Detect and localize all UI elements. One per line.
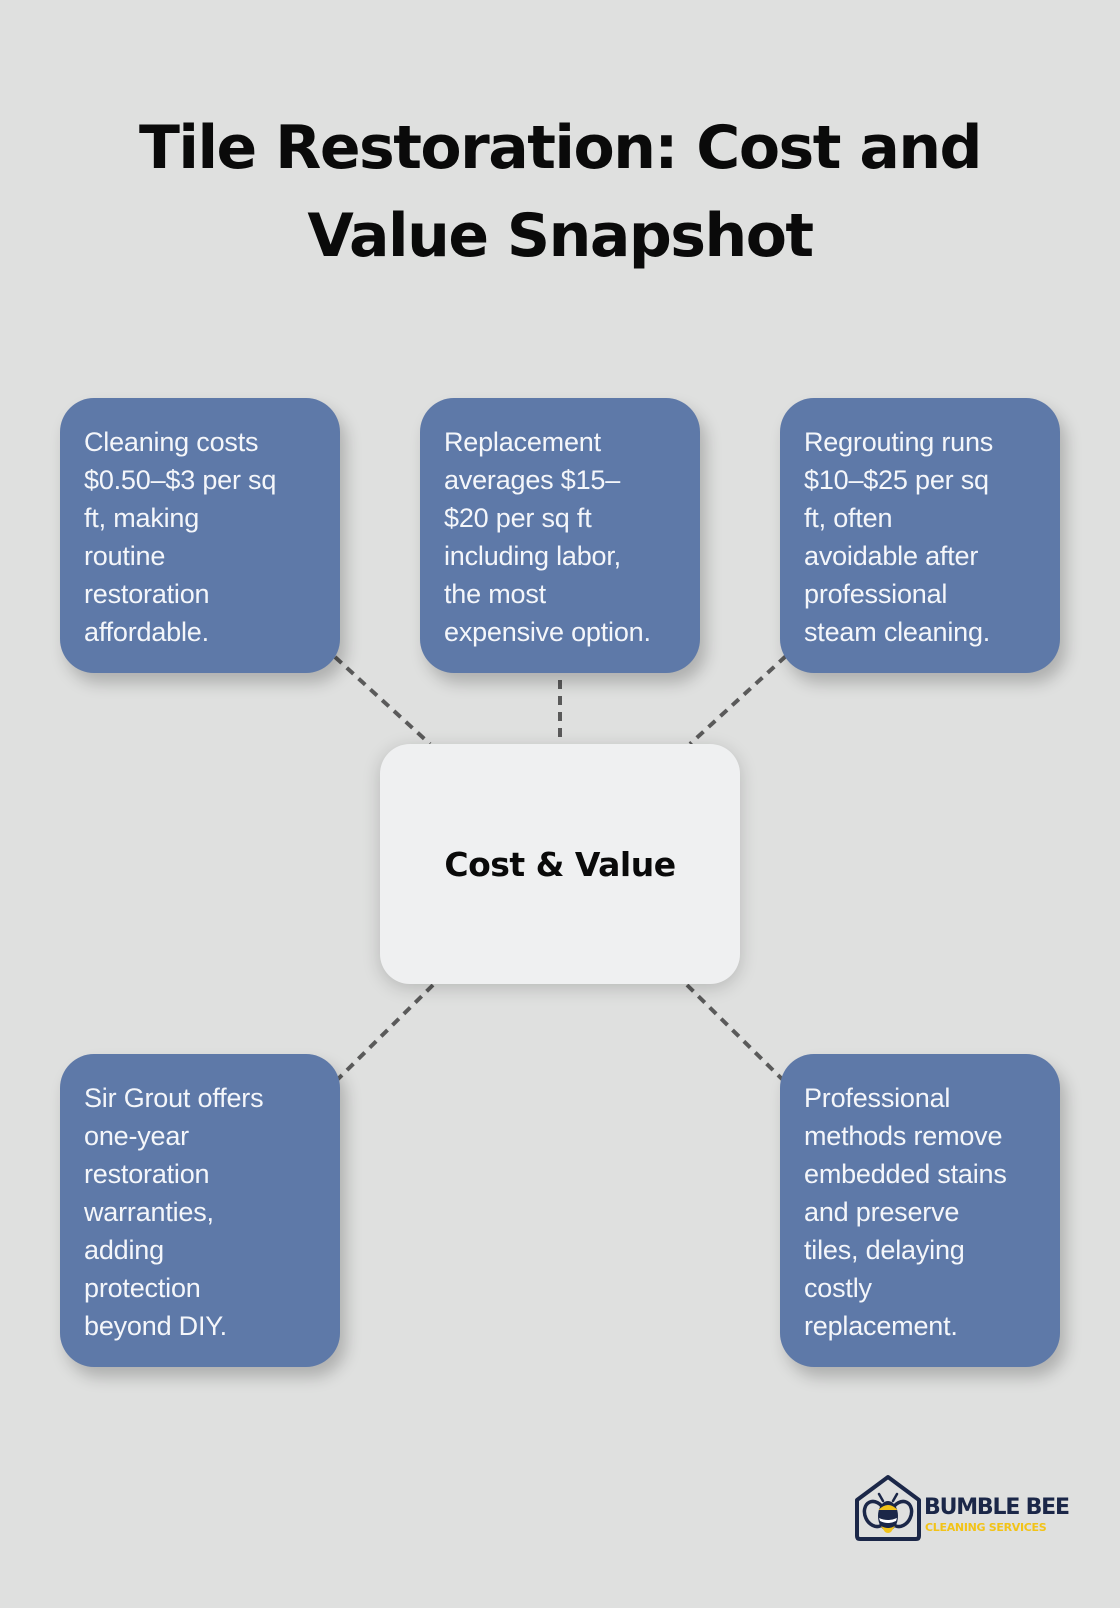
- node-text-line: one-year: [84, 1121, 189, 1151]
- node-text-line: affordable.: [84, 617, 209, 647]
- node-text-line: protection: [84, 1273, 201, 1303]
- node-text-line: $0.50–$3 per sq: [84, 465, 277, 495]
- node-text-line: Sir Grout offers: [84, 1083, 264, 1113]
- brand-tagline: CLEANING SERVICES: [925, 1521, 1047, 1534]
- node-text-line: ft, making: [84, 503, 200, 533]
- title-line-2: Value Snapshot: [307, 201, 814, 271]
- node-text-line: the most: [444, 579, 546, 609]
- center-node: Cost & Value: [380, 744, 740, 984]
- node-text-line: tiles, delaying: [804, 1235, 965, 1265]
- node-text-line: expensive option.: [444, 617, 651, 647]
- center-label: Cost & Value: [444, 844, 676, 884]
- node-text-line: adding: [84, 1235, 164, 1265]
- node-text-line: warranties,: [84, 1197, 214, 1227]
- bee-house-icon: [855, 1475, 921, 1541]
- node-text-line: and preserve: [804, 1197, 960, 1227]
- brand-name: BUMBLE BEE: [924, 1495, 1070, 1520]
- node-text-line: Professional: [804, 1083, 951, 1113]
- node-text-line: professional: [804, 579, 948, 609]
- connector-bottom-left: [335, 983, 435, 1082]
- node-text-line: Cleaning costs: [84, 427, 259, 457]
- node-professional-methods: Professional methods remove embedded sta…: [780, 1054, 1060, 1367]
- node-text-line: beyond DIY.: [84, 1311, 227, 1341]
- node-text-line: $20 per sq ft: [444, 503, 592, 533]
- node-text-line: replacement.: [804, 1311, 958, 1341]
- node-warranty: Sir Grout offers one-year restoration wa…: [60, 1054, 340, 1367]
- page-title: Tile Restoration: Cost and Value Snapsho…: [0, 104, 1120, 280]
- node-text-line: methods remove: [804, 1121, 1003, 1151]
- node-text-line: embedded stains: [804, 1159, 1007, 1189]
- node-text-line: Replacement: [444, 427, 601, 457]
- node-text-line: ft, often: [804, 503, 893, 533]
- node-text-line: including labor,: [444, 541, 621, 571]
- node-text-line: restoration: [84, 579, 210, 609]
- node-text-line: routine: [84, 541, 166, 571]
- connector-bottom-right: [685, 983, 785, 1082]
- node-replacement-cost: Replacement averages $15– $20 per sq ft …: [420, 398, 700, 673]
- node-text-line: costly: [804, 1273, 872, 1303]
- node-text-line: restoration: [84, 1159, 210, 1189]
- connector-top-right: [688, 654, 788, 746]
- title-line-1: Tile Restoration: Cost and: [139, 113, 983, 183]
- node-regrouting-cost: Regrouting runs $10–$25 per sq ft, often…: [780, 398, 1060, 673]
- node-text-line: Regrouting runs: [804, 427, 994, 457]
- node-text-line: $10–$25 per sq: [804, 465, 989, 495]
- node-text-line: steam cleaning.: [804, 617, 991, 647]
- node-cleaning-cost: Cleaning costs $0.50–$3 per sq ft, makin…: [60, 398, 340, 673]
- brand-logo: BUMBLE BEE CLEANING SERVICES: [853, 1474, 1070, 1544]
- node-text-line: averages $15–: [444, 465, 621, 495]
- connector-top-left: [333, 655, 432, 746]
- node-text-line: avoidable after: [804, 541, 979, 571]
